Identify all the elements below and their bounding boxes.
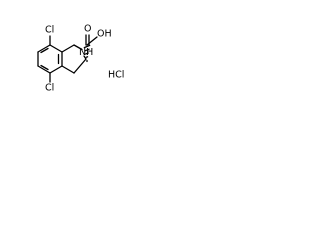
stereo-hash-bond	[83, 44, 91, 63]
structure-canvas: Cl Cl NH O OH HCl	[0, 0, 152, 152]
atom-oh: OH	[97, 29, 112, 40]
atom-nh: NH	[79, 47, 93, 58]
bond-c1-n	[73, 44, 83, 51]
bond-ring-6	[37, 44, 51, 53]
bond-ring-4	[37, 65, 51, 74]
bond-c3-c4	[73, 58, 87, 74]
atom-cl-top: Cl	[45, 25, 54, 36]
bond-ring-double-2	[40, 64, 49, 71]
bond-ring-3	[49, 65, 63, 74]
atom-o: O	[84, 24, 91, 35]
bond-ring-double-3	[40, 47, 49, 54]
bond-c4-c4a	[61, 65, 75, 74]
molecule-drawing: Cl Cl NH O OH HCl	[37, 24, 124, 94]
bond-ring-1	[49, 44, 63, 53]
salt-label: HCl	[108, 70, 124, 81]
atom-cl-bottom: Cl	[45, 83, 54, 94]
bond-c8a-c1	[61, 44, 75, 53]
